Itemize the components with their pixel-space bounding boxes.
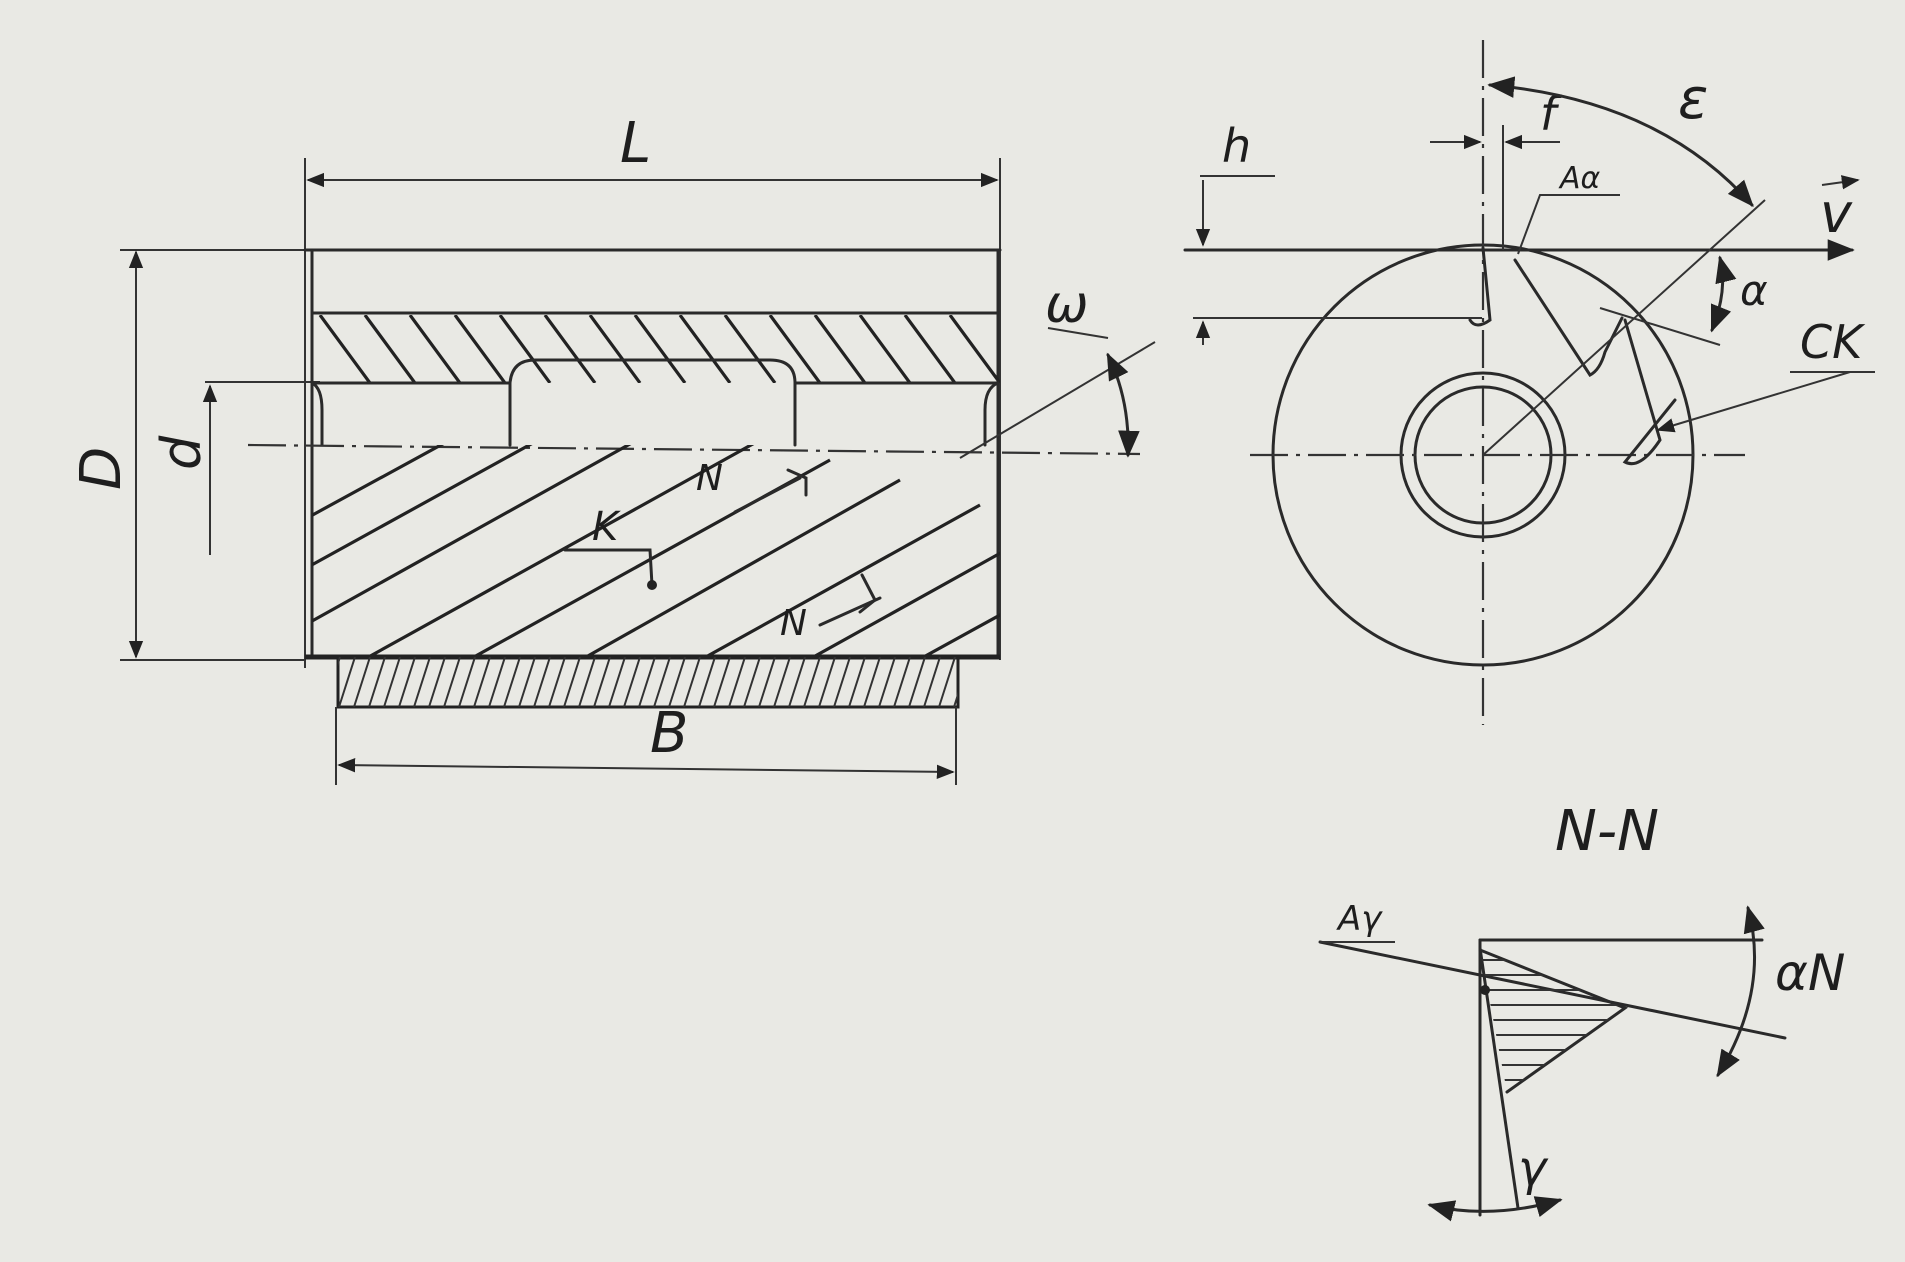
k-indicator: [563, 548, 654, 587]
section-N-N: N-N Aγ αN γ: [1318, 799, 1845, 1222]
label-CK: CK: [1800, 315, 1866, 369]
section-arrow-upper: [733, 476, 802, 514]
tooth-profile: [1478, 948, 1629, 1094]
label-B: B: [650, 701, 688, 766]
omega-arc: [1106, 352, 1140, 458]
label-K: K: [592, 504, 621, 550]
bore-left-chamfer: [310, 381, 324, 447]
cutter-teeth: [1468, 246, 1677, 466]
label-A-alpha: Aα: [1558, 161, 1601, 196]
alpha-ray: [1599, 307, 1721, 346]
label-D: D: [69, 447, 134, 490]
epsilon-ray: [1482, 199, 1766, 456]
workpiece: [336, 655, 960, 709]
label-d: d: [150, 435, 213, 470]
workpiece-hatch: [338, 657, 958, 708]
A-alpha-leader: [1517, 194, 1620, 255]
omega-leader: [1047, 327, 1109, 339]
label-N-lower: N: [780, 603, 807, 644]
label-epsilon: ε: [1678, 67, 1708, 132]
alpha-arc: [1710, 255, 1737, 333]
label-N-upper: N: [696, 458, 723, 499]
side-view: L D d K: [69, 111, 1156, 785]
hub-section-hatch: [318, 315, 1000, 383]
helix-direction-line: [959, 341, 1156, 459]
epsilon-arc: [1487, 76, 1754, 208]
dimension-B: [337, 757, 955, 780]
section-title: N-N: [1555, 799, 1659, 864]
label-alpha: α: [1740, 266, 1768, 315]
end-view: v h f Aα ε α CK: [1183, 40, 1875, 725]
helical-teeth-hatch: [312, 445, 1000, 657]
label-L: L: [620, 111, 651, 176]
section-arrowhead-lower: [858, 573, 877, 614]
label-v: v: [1820, 182, 1853, 245]
bore-right-chamfer: [983, 381, 1000, 447]
k-point: [647, 580, 657, 590]
alpha-N-arc: [1716, 905, 1765, 1078]
label-alpha-N: αN: [1775, 944, 1845, 1002]
label-A-gamma: Aγ: [1336, 899, 1383, 939]
CK-leader: [1656, 371, 1851, 433]
gamma-arc: [1427, 1196, 1563, 1222]
center-axis: [247, 443, 1141, 456]
label-omega: ω: [1045, 275, 1089, 335]
A-gamma-point: [1480, 985, 1490, 995]
label-h: h: [1222, 119, 1251, 173]
label-gamma: γ: [1518, 1141, 1549, 1197]
section-arrowhead-upper: [786, 468, 808, 497]
vector-bar: [1821, 175, 1860, 190]
keyway-recess: [508, 358, 797, 447]
